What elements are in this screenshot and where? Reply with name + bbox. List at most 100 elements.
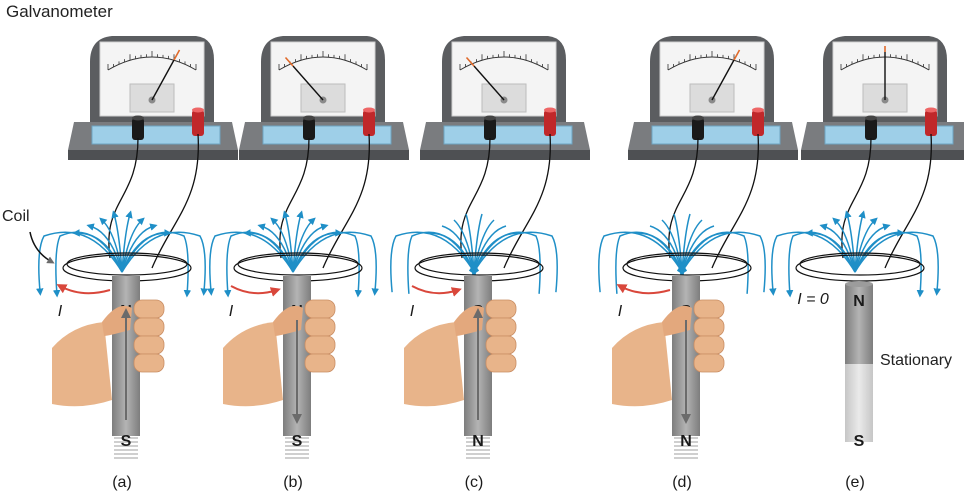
- field-lines: [390, 213, 558, 294]
- red-terminal: [192, 110, 204, 136]
- field-line: [854, 231, 925, 298]
- hand-thumb: [662, 305, 692, 336]
- panel-d: ISN(d): [598, 36, 798, 491]
- black-terminal-cap: [865, 115, 877, 121]
- meter-needle-tip: [173, 49, 181, 61]
- coil-loop: [626, 252, 748, 276]
- meter-tray: [443, 125, 573, 145]
- pole-label-top: N: [853, 293, 865, 310]
- field-line: [390, 231, 476, 293]
- field-line: [472, 231, 541, 294]
- meter-needle: [151, 59, 175, 101]
- hand-finger: [485, 317, 517, 337]
- galvanometer: [68, 36, 238, 160]
- hand-palm: [52, 322, 112, 407]
- galvanometer: [420, 36, 590, 160]
- panel-caption: (e): [845, 474, 865, 491]
- hand-finger: [693, 353, 725, 373]
- field-line: [598, 231, 684, 293]
- hand: [404, 299, 517, 407]
- meter-foot: [239, 150, 409, 160]
- meter-tray: [91, 125, 221, 145]
- meter-foot: [68, 150, 238, 160]
- panel-caption: (a): [112, 474, 132, 491]
- red-terminal: [544, 110, 556, 136]
- hand-finger: [485, 335, 517, 355]
- field-line: [635, 232, 685, 276]
- meter-needle: [473, 65, 505, 101]
- hand-finger: [133, 299, 165, 319]
- field-line: [769, 231, 856, 296]
- stationary-label: Stationary: [880, 352, 953, 369]
- wire-red: [711, 133, 759, 269]
- meter-needle-tip: [733, 49, 741, 61]
- pole-label-bottom: S: [854, 433, 865, 450]
- panel-a: INS(a): [36, 36, 238, 491]
- black-terminal-cap: [132, 115, 144, 121]
- red-terminal-cap: [363, 107, 375, 113]
- field-line: [270, 217, 294, 273]
- field-line: [465, 213, 478, 276]
- current-arrow: [616, 284, 671, 295]
- coil-loop: [799, 252, 921, 276]
- field-lines: [207, 210, 379, 298]
- coil-loop: [795, 254, 925, 282]
- field-lines: [769, 210, 941, 298]
- coil-label: Coil: [2, 208, 30, 225]
- current-label: I: [229, 303, 234, 320]
- black-terminal: [484, 118, 496, 140]
- field-line: [36, 231, 123, 296]
- red-terminal: [363, 110, 375, 136]
- field-line: [282, 210, 294, 273]
- red-terminal-cap: [192, 107, 204, 113]
- hand-finger: [693, 335, 725, 355]
- field-line: [844, 210, 856, 273]
- hand-thumb: [273, 305, 303, 336]
- field-line: [427, 232, 477, 276]
- current-arrow: [56, 284, 111, 295]
- title-galvanometer: Galvanometer: [6, 2, 113, 21]
- red-terminal-cap: [752, 107, 764, 113]
- bar-magnet: NS: [845, 281, 873, 450]
- hand-palm: [404, 322, 464, 407]
- field-line: [441, 225, 477, 276]
- field-line: [121, 231, 208, 296]
- current-label: I: [618, 303, 623, 320]
- field-line: [680, 231, 749, 294]
- meter-foot: [628, 150, 798, 160]
- hand-finger: [693, 299, 725, 319]
- pole-label-bottom: N: [472, 433, 484, 450]
- field-lines: [36, 210, 208, 298]
- wire-red: [503, 133, 551, 269]
- field-line: [472, 231, 558, 293]
- black-terminal-cap: [692, 115, 704, 121]
- meter-foot: [801, 150, 964, 160]
- field-line: [257, 223, 294, 273]
- field-line: [805, 229, 856, 273]
- current-label: I: [410, 303, 415, 320]
- meter-foot: [420, 150, 590, 160]
- magnet-body-bottom: [845, 364, 873, 442]
- field-line: [832, 217, 856, 273]
- field-line: [243, 229, 294, 273]
- panel-c: ISN(c): [390, 36, 590, 491]
- black-terminal: [692, 118, 704, 140]
- field-line: [615, 231, 684, 294]
- galvanometer: [239, 36, 409, 160]
- coil-loop: [418, 252, 540, 276]
- field-line: [111, 210, 123, 273]
- coil-pointer-arrow: [29, 231, 55, 264]
- black-terminal-cap: [484, 115, 496, 121]
- hand-finger: [693, 317, 725, 337]
- coil-loop: [66, 252, 188, 276]
- black-terminal: [303, 118, 315, 140]
- field-line: [72, 229, 123, 273]
- meter-tray: [824, 125, 954, 145]
- field-lines: [598, 213, 766, 294]
- hand-finger: [485, 299, 517, 319]
- current-label: I: [58, 303, 63, 320]
- red-terminal: [925, 110, 937, 136]
- meter-needle-tip: [465, 56, 475, 67]
- current-arrow: [411, 285, 462, 297]
- field-line: [453, 219, 478, 276]
